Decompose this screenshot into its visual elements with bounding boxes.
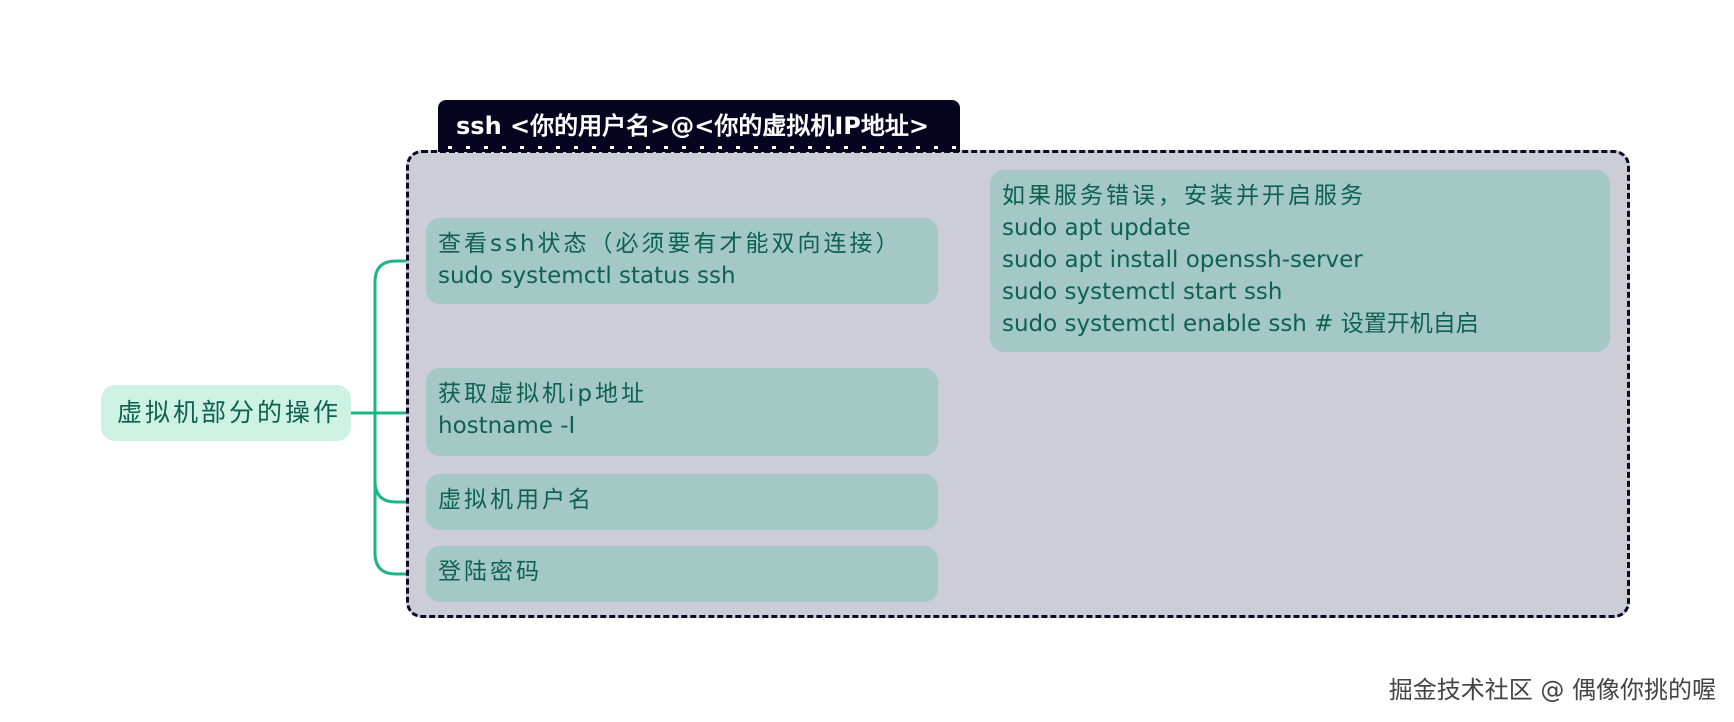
node-command-line: sudo systemctl start ssh [1002, 279, 1283, 305]
connector-to-login-pwd [373, 413, 426, 576]
node-command: hostname -I [438, 413, 576, 439]
node-login-password[interactable]: 登陆密码 [426, 546, 938, 602]
node-title: 登陆密码 [438, 559, 542, 585]
node-title: 如果服务错误，安装并开启服务 [1002, 183, 1366, 209]
root-node[interactable]: 虚拟机部分的操作 [101, 385, 351, 441]
node-check-ssh-status[interactable]: 查看ssh状态（必须要有才能双向连接） sudo systemctl statu… [426, 218, 938, 304]
root-node-label: 虚拟机部分的操作 [117, 398, 342, 427]
node-command-line: sudo apt update [1002, 215, 1191, 241]
node-command-line: sudo systemctl enable ssh # 设置开机自启 [1002, 311, 1479, 337]
node-get-ip[interactable]: 获取虚拟机ip地址 hostname -I [426, 368, 938, 456]
connector-to-check-ssh [373, 259, 426, 413]
node-fix-service[interactable]: 如果服务错误，安装并开启服务 sudo apt update sudo apt … [990, 170, 1610, 352]
node-command-line: sudo apt install openssh-server [1002, 247, 1363, 273]
group-label-dotted-edge [438, 142, 960, 152]
watermark-text: 掘金技术社区 @ 偶像你挑的喔 [1388, 676, 1716, 704]
node-vm-username[interactable]: 虚拟机用户名 [426, 474, 938, 530]
node-title: 查看ssh状态（必须要有才能双向连接） [438, 231, 902, 257]
node-title: 虚拟机用户名 [438, 487, 594, 513]
node-command: sudo systemctl status ssh [438, 263, 736, 289]
node-title: 获取虚拟机ip地址 [438, 381, 647, 407]
